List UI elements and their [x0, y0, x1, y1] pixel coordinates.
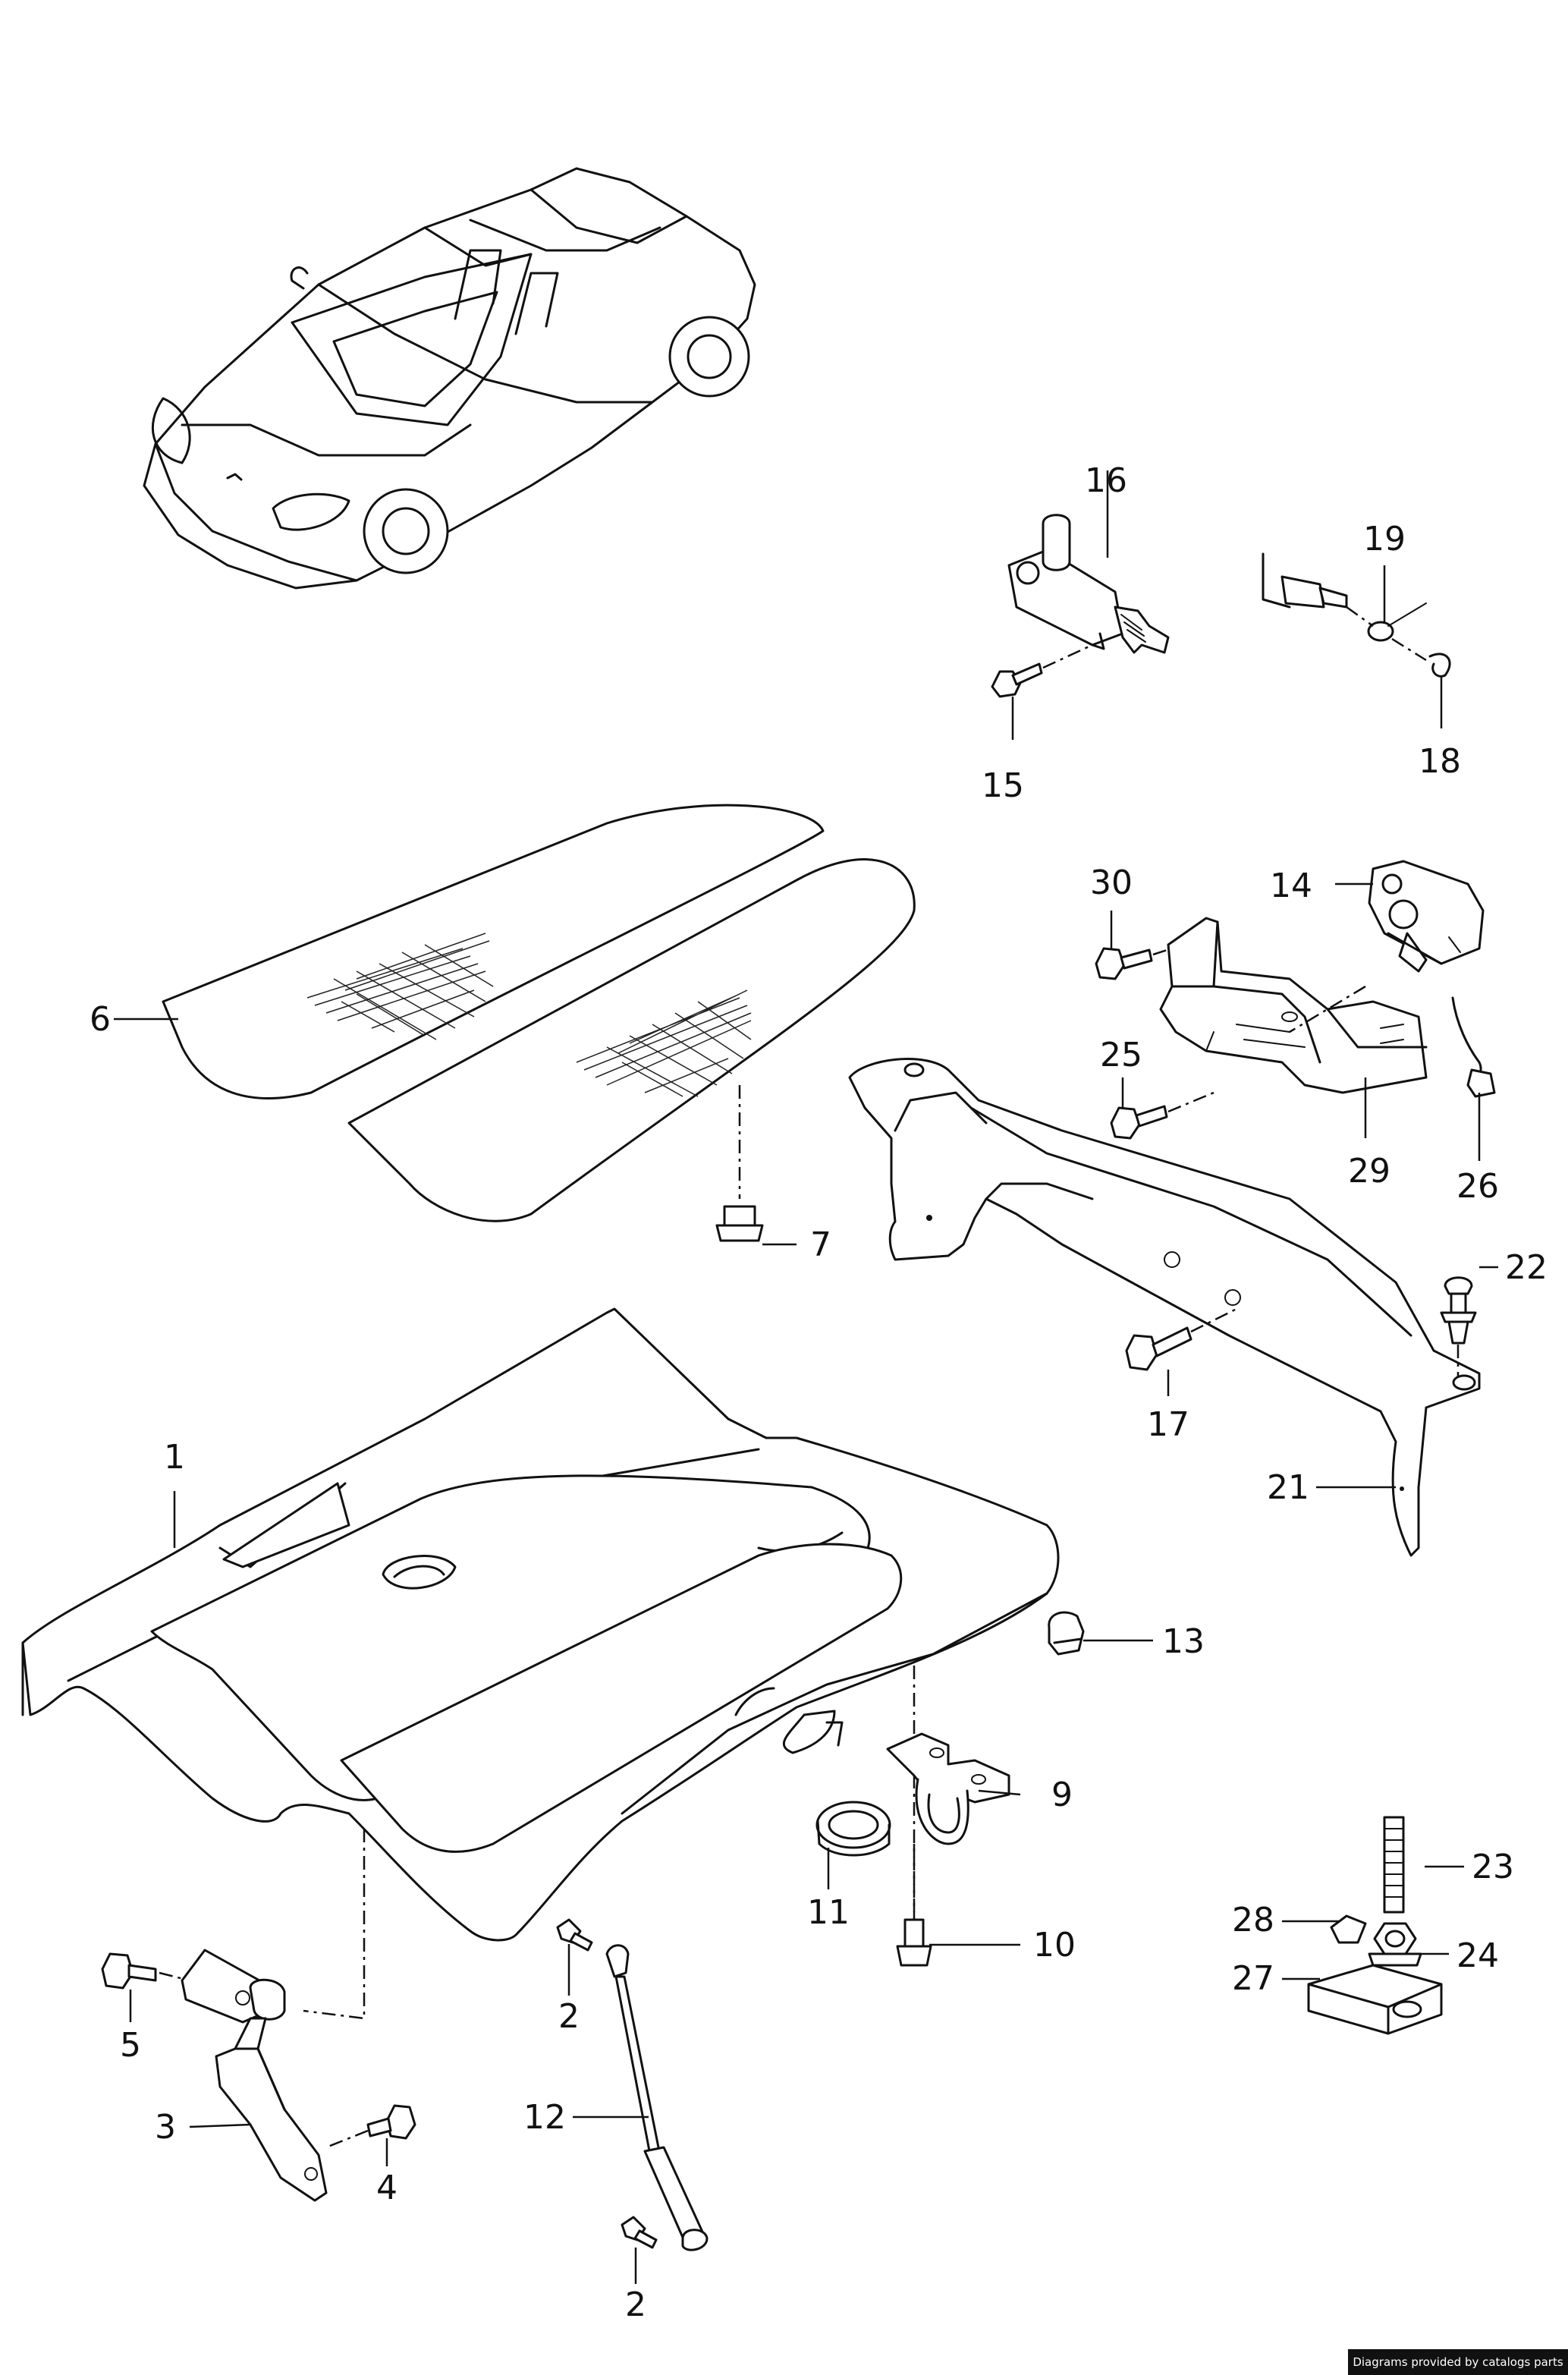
part-6-grille-mesh — [306, 933, 752, 1097]
part-23-stud — [1383, 1816, 1405, 1914]
callout-17: 17 — [1147, 1405, 1189, 1444]
part-21-cross-member — [848, 1058, 1481, 1557]
callout-15: 15 — [982, 766, 1024, 805]
callout-30: 30 — [1090, 863, 1133, 902]
part-11-grommet — [815, 1801, 891, 1857]
part-9-bracket — [886, 1732, 1010, 1845]
callout-1: 1 — [164, 1438, 185, 1477]
callout-18: 18 — [1419, 742, 1461, 781]
callout-12: 12 — [523, 2098, 566, 2137]
leader-lines — [114, 470, 1498, 2284]
part-4-bolt — [325, 2104, 416, 2149]
part-7-bolt — [715, 1085, 764, 1242]
car-illustration — [143, 167, 756, 590]
callout-26: 26 — [1456, 1167, 1499, 1206]
callout-27: 27 — [1232, 1959, 1274, 1998]
callout-16: 16 — [1085, 461, 1127, 500]
part-26-cable — [1451, 996, 1496, 1098]
callout-9: 9 — [1051, 1776, 1073, 1814]
part-19-pin-and-clip — [1262, 552, 1451, 678]
part-15-screw — [991, 643, 1093, 698]
part-29-bracket — [1159, 917, 1428, 1094]
callout-24: 24 — [1456, 1936, 1499, 1975]
part-6-trim-panel — [162, 804, 916, 1222]
callout-labels: 1 2 2 3 4 5 6 7 9 10 11 12 13 14 15 16 1… — [90, 461, 1548, 2324]
callout-6: 6 — [90, 1000, 111, 1039]
callout-13: 13 — [1162, 1622, 1205, 1661]
callout-19: 19 — [1363, 520, 1406, 558]
part-12-gas-strut — [605, 1944, 709, 2251]
callout-14: 14 — [1270, 867, 1312, 905]
callout-22: 22 — [1505, 1248, 1548, 1287]
callout-2-upper: 2 — [558, 1997, 580, 2036]
part-22-push-clip — [1440, 1276, 1477, 1377]
callout-2-lower: 2 — [625, 2285, 646, 2324]
part-25-screw — [1110, 1091, 1214, 1140]
callout-23: 23 — [1472, 1848, 1514, 1886]
part-27-plate — [1307, 1964, 1443, 2035]
part-28-clip — [1330, 1914, 1367, 1944]
callout-4: 4 — [376, 2169, 397, 2207]
part-24-nut — [1368, 1922, 1422, 1967]
callout-28: 28 — [1232, 1901, 1274, 1939]
part-3-hinge — [181, 1949, 328, 2202]
callout-3: 3 — [155, 2108, 176, 2147]
callout-7: 7 — [810, 1225, 831, 1264]
part-30-screw — [1095, 943, 1184, 980]
callout-25: 25 — [1100, 1036, 1142, 1074]
part-16-switch — [1007, 514, 1170, 654]
callout-29: 29 — [1348, 1152, 1390, 1191]
part-13-clip — [1048, 1611, 1085, 1656]
part-1-lid — [21, 1307, 1060, 2020]
callout-5: 5 — [120, 2026, 141, 2065]
part-2-screw-lower — [621, 2216, 658, 2249]
credit-badge: Diagrams provided by catalogs parts — [1348, 2349, 1568, 2375]
part-2-screw-upper — [556, 1918, 593, 1952]
callout-21: 21 — [1267, 1468, 1309, 1507]
part-10-bolt — [896, 1844, 932, 1967]
part-17-bolt — [1125, 1307, 1237, 1371]
callout-11: 11 — [807, 1893, 850, 1932]
callout-10: 10 — [1033, 1926, 1076, 1964]
part-14-latch — [1289, 860, 1485, 1033]
